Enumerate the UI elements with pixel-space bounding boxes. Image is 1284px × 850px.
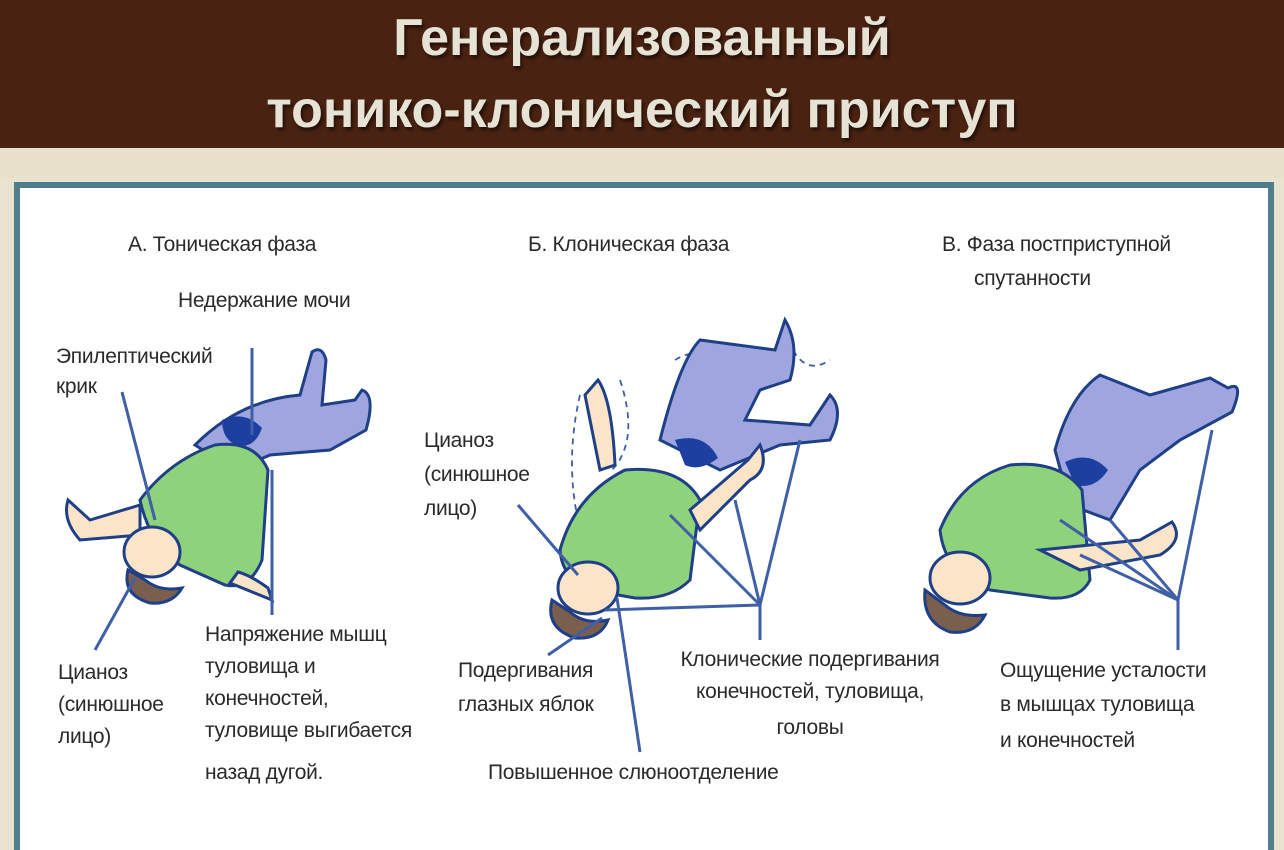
label-clonic-twitching-3: головы	[776, 716, 844, 739]
label-cyanosis-b-2: (синюшное	[424, 463, 530, 486]
label-muscle-tension-1: Напряжение мышц	[205, 623, 387, 646]
label-muscle-tension-5: назад дугой.	[205, 761, 324, 784]
label-cyanosis-a-1: Цианоз	[58, 661, 128, 684]
label-eye-twitching-1: Подергивания	[458, 659, 594, 682]
label-incontinence: Недержание мочи	[178, 289, 351, 312]
separator-band	[0, 148, 1284, 178]
label-cyanosis-a-3: лицо)	[58, 725, 111, 748]
label-eye-twitching-2: глазных яблок	[458, 693, 594, 716]
label-cyanosis-b-1: Цианоз	[424, 429, 494, 452]
label-cyanosis-b-3: лицо)	[424, 497, 477, 520]
label-epileptic-cry-1: Эпилептический	[56, 345, 213, 368]
figure-tonic-phase	[65, 348, 372, 651]
label-fatigue-1: Ощущение усталости	[1000, 659, 1207, 682]
heading-postictal-phase-1: В. Фаза постприступной	[942, 233, 1171, 256]
label-fatigue-3: и конечностей	[1000, 729, 1135, 752]
heading-tonic-phase: А. Тоническая фаза	[128, 233, 317, 256]
label-muscle-tension-3: конечностей,	[205, 687, 329, 710]
label-clonic-twitching-2: конечностей, туловища,	[696, 680, 924, 703]
figure-clonic-phase	[516, 316, 839, 753]
label-cyanosis-a-2: (синюшное	[58, 693, 164, 716]
title-line-1: Генерализованный	[393, 9, 891, 67]
label-salivation: Повышенное слюноотделение	[488, 761, 779, 784]
heading-postictal-phase-2: спутанности	[974, 267, 1091, 290]
label-fatigue-2: в мышцах туловища	[1000, 693, 1195, 716]
title-line-2: тонико-клонический приступ	[266, 81, 1018, 139]
heading-clonic-phase: Б. Клоническая фаза	[528, 233, 730, 256]
figure-postictal-phase	[923, 373, 1240, 650]
label-muscle-tension-4: туловище выгибается	[205, 719, 412, 742]
label-muscle-tension-2: туловища и	[205, 655, 316, 678]
label-clonic-twitching-1: Клонические подергивания	[680, 648, 940, 671]
label-epileptic-cry-2: крик	[56, 375, 97, 398]
title-banner: Генерализованный тонико-клонический прис…	[0, 0, 1284, 148]
